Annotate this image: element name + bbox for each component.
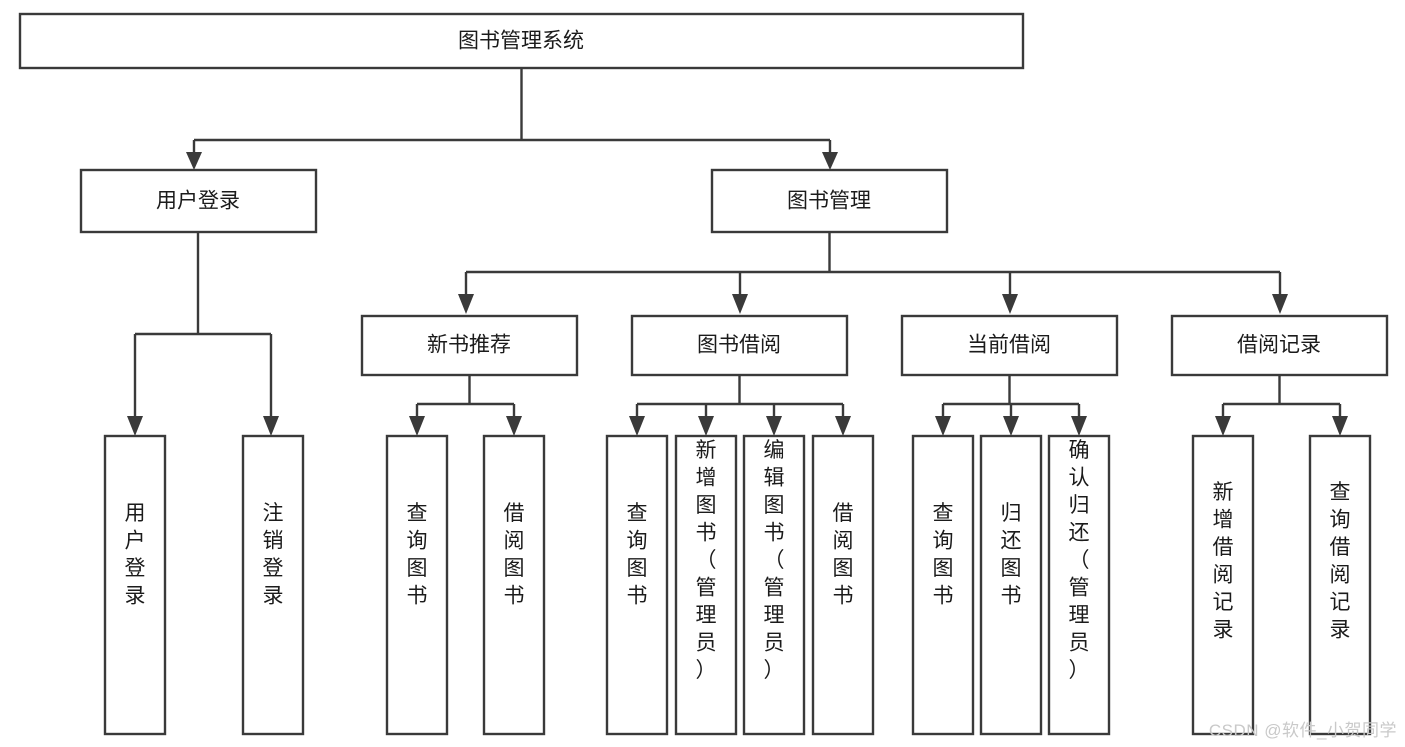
leaf-node-bb-borrow-book[interactable]: 借阅图书 — [811, 434, 875, 736]
arrow-to-leaf-cb-query — [935, 416, 951, 436]
arrow-to-leaf-bb-add — [698, 416, 714, 436]
node-book-borrow[interactable]: 图书借阅 — [630, 314, 849, 377]
arrow-to-leaf-bb-borrow — [835, 416, 851, 436]
leaf-node-br-query-record-label: 查询借阅记录 — [1330, 481, 1351, 642]
arrow-to-leaf-nb-borrow — [506, 416, 522, 436]
leaf-node-bb-borrow-book-label: 借阅图书 — [833, 502, 854, 608]
arrow-to-leaf-bb-edit — [766, 416, 782, 436]
leaf-node-nb-query-book-box — [385, 434, 449, 736]
leaf-node-bb-add-book[interactable]: 新增图书（管理员） — [674, 434, 738, 736]
leaf-node-br-query-record-box — [1308, 434, 1372, 736]
arrow-to-borrow-record — [1272, 294, 1288, 314]
node-current-borrow-label: 当前借阅 — [967, 334, 1051, 357]
arrow-to-leaf-nb-query — [409, 416, 425, 436]
node-book-management-box — [710, 168, 949, 234]
leaf-node-br-query-record[interactable]: 查询借阅记录 — [1308, 434, 1372, 736]
node-root[interactable]: 图书管理系统 — [18, 12, 1025, 70]
connector-layer — [127, 68, 1348, 436]
node-user-login-label: 用户登录 — [156, 190, 240, 213]
arrow-to-book-management — [822, 152, 838, 170]
leaf-node-bb-borrow-book-box — [811, 434, 875, 736]
leaf-node-nb-query-book-label: 查询图书 — [407, 502, 428, 608]
node-new-book-recommend-label: 新书推荐 — [427, 334, 511, 357]
leaf-node-bb-query-book-label: 查询图书 — [627, 502, 648, 608]
connector-newbook-to-leaves — [415, 375, 516, 420]
leaf-node-user-login[interactable]: 用户登录 — [103, 434, 167, 736]
connector-bookmgmt-to-level3 — [464, 232, 1282, 296]
node-user-login[interactable]: 用户登录 — [79, 168, 318, 234]
arrow-to-leaf-br-query — [1332, 416, 1348, 436]
node-new-book-recommend[interactable]: 新书推荐 — [360, 314, 579, 377]
leaf-node-bb-add-book-box — [674, 434, 738, 736]
connector-currentborrow-to-leaves — [941, 375, 1081, 420]
arrow-to-current-borrow — [1002, 294, 1018, 314]
leaf-node-logout[interactable]: 注销登录 — [241, 434, 305, 736]
node-book-management-label: 图书管理 — [787, 190, 871, 213]
node-new-book-recommend-box — [360, 314, 579, 377]
node-borrow-record-label: 借阅记录 — [1237, 334, 1321, 357]
node-borrow-record-box — [1170, 314, 1389, 377]
arrow-to-user-login — [186, 152, 202, 170]
leaf-node-nb-borrow-book-label: 借阅图书 — [504, 502, 525, 608]
leaf-node-bb-query-book[interactable]: 查询图书 — [605, 434, 669, 736]
node-borrow-record[interactable]: 借阅记录 — [1170, 314, 1389, 377]
arrow-to-leaf-bb-query — [629, 416, 645, 436]
connector-userlogin-to-leaves — [133, 232, 273, 420]
leaf-node-nb-query-book[interactable]: 查询图书 — [385, 434, 449, 736]
arrow-to-leaf-user-login — [127, 416, 143, 436]
leaf-node-logout-label: 注销登录 — [263, 502, 284, 608]
arrow-to-book-borrow — [732, 294, 748, 314]
arrow-to-leaf-logout — [263, 416, 279, 436]
node-current-borrow-box — [900, 314, 1119, 377]
node-root-box — [18, 12, 1025, 70]
node-book-borrow-label: 图书借阅 — [697, 334, 781, 357]
leaf-node-nb-borrow-book-box — [482, 434, 546, 736]
leaf-node-logout-box — [241, 434, 305, 736]
leaf-node-bb-query-book-box — [605, 434, 669, 736]
leaf-node-bb-add-book-label: 新增图书（管理员） — [696, 439, 717, 682]
leaf-node-br-add-record-box — [1191, 434, 1255, 736]
arrow-to-new-book-recommend — [458, 294, 474, 314]
leaf-node-cb-query-book-label: 查询图书 — [933, 502, 954, 608]
connector-borrowrecord-to-leaves — [1221, 375, 1342, 420]
node-book-management[interactable]: 图书管理 — [710, 168, 949, 234]
arrow-to-leaf-br-add — [1215, 416, 1231, 436]
arrow-to-leaf-cb-confirm — [1071, 416, 1087, 436]
leaf-node-bb-edit-book-label: 编辑图书（管理员） — [764, 439, 785, 682]
leaf-node-cb-query-book-box — [911, 434, 975, 736]
arrow-to-leaf-cb-return — [1003, 416, 1019, 436]
leaf-node-cb-query-book[interactable]: 查询图书 — [911, 434, 975, 736]
leaf-node-cb-return-book-label: 归还图书 — [1001, 502, 1022, 608]
connector-root-to-level2 — [192, 68, 832, 155]
leaf-node-br-add-record[interactable]: 新增借阅记录 — [1191, 434, 1255, 736]
leaf-node-cb-return-book[interactable]: 归还图书 — [979, 434, 1043, 736]
leaf-node-user-login-box — [103, 434, 167, 736]
leaf-node-cb-confirm-return-box — [1047, 434, 1111, 736]
leaf-node-nb-borrow-book[interactable]: 借阅图书 — [482, 434, 546, 736]
leaf-node-cb-confirm-return[interactable]: 确认归还（管理员） — [1047, 434, 1111, 736]
node-current-borrow[interactable]: 当前借阅 — [900, 314, 1119, 377]
connector-bookborrow-to-leaves — [635, 375, 845, 420]
leaf-node-user-login-label: 用户登录 — [125, 502, 146, 608]
node-book-borrow-box — [630, 314, 849, 377]
node-root-label: 图书管理系统 — [458, 30, 584, 53]
leaf-node-cb-return-book-box — [979, 434, 1043, 736]
leaf-node-bb-edit-book-box — [742, 434, 806, 736]
leaf-node-br-add-record-label: 新增借阅记录 — [1213, 481, 1234, 642]
leaf-node-cb-confirm-return-label: 确认归还（管理员） — [1069, 439, 1090, 682]
leaf-node-bb-edit-book[interactable]: 编辑图书（管理员） — [742, 434, 806, 736]
node-user-login-box — [79, 168, 318, 234]
csdn-watermark: CSDN @软件_小贺同学 — [1208, 721, 1397, 740]
